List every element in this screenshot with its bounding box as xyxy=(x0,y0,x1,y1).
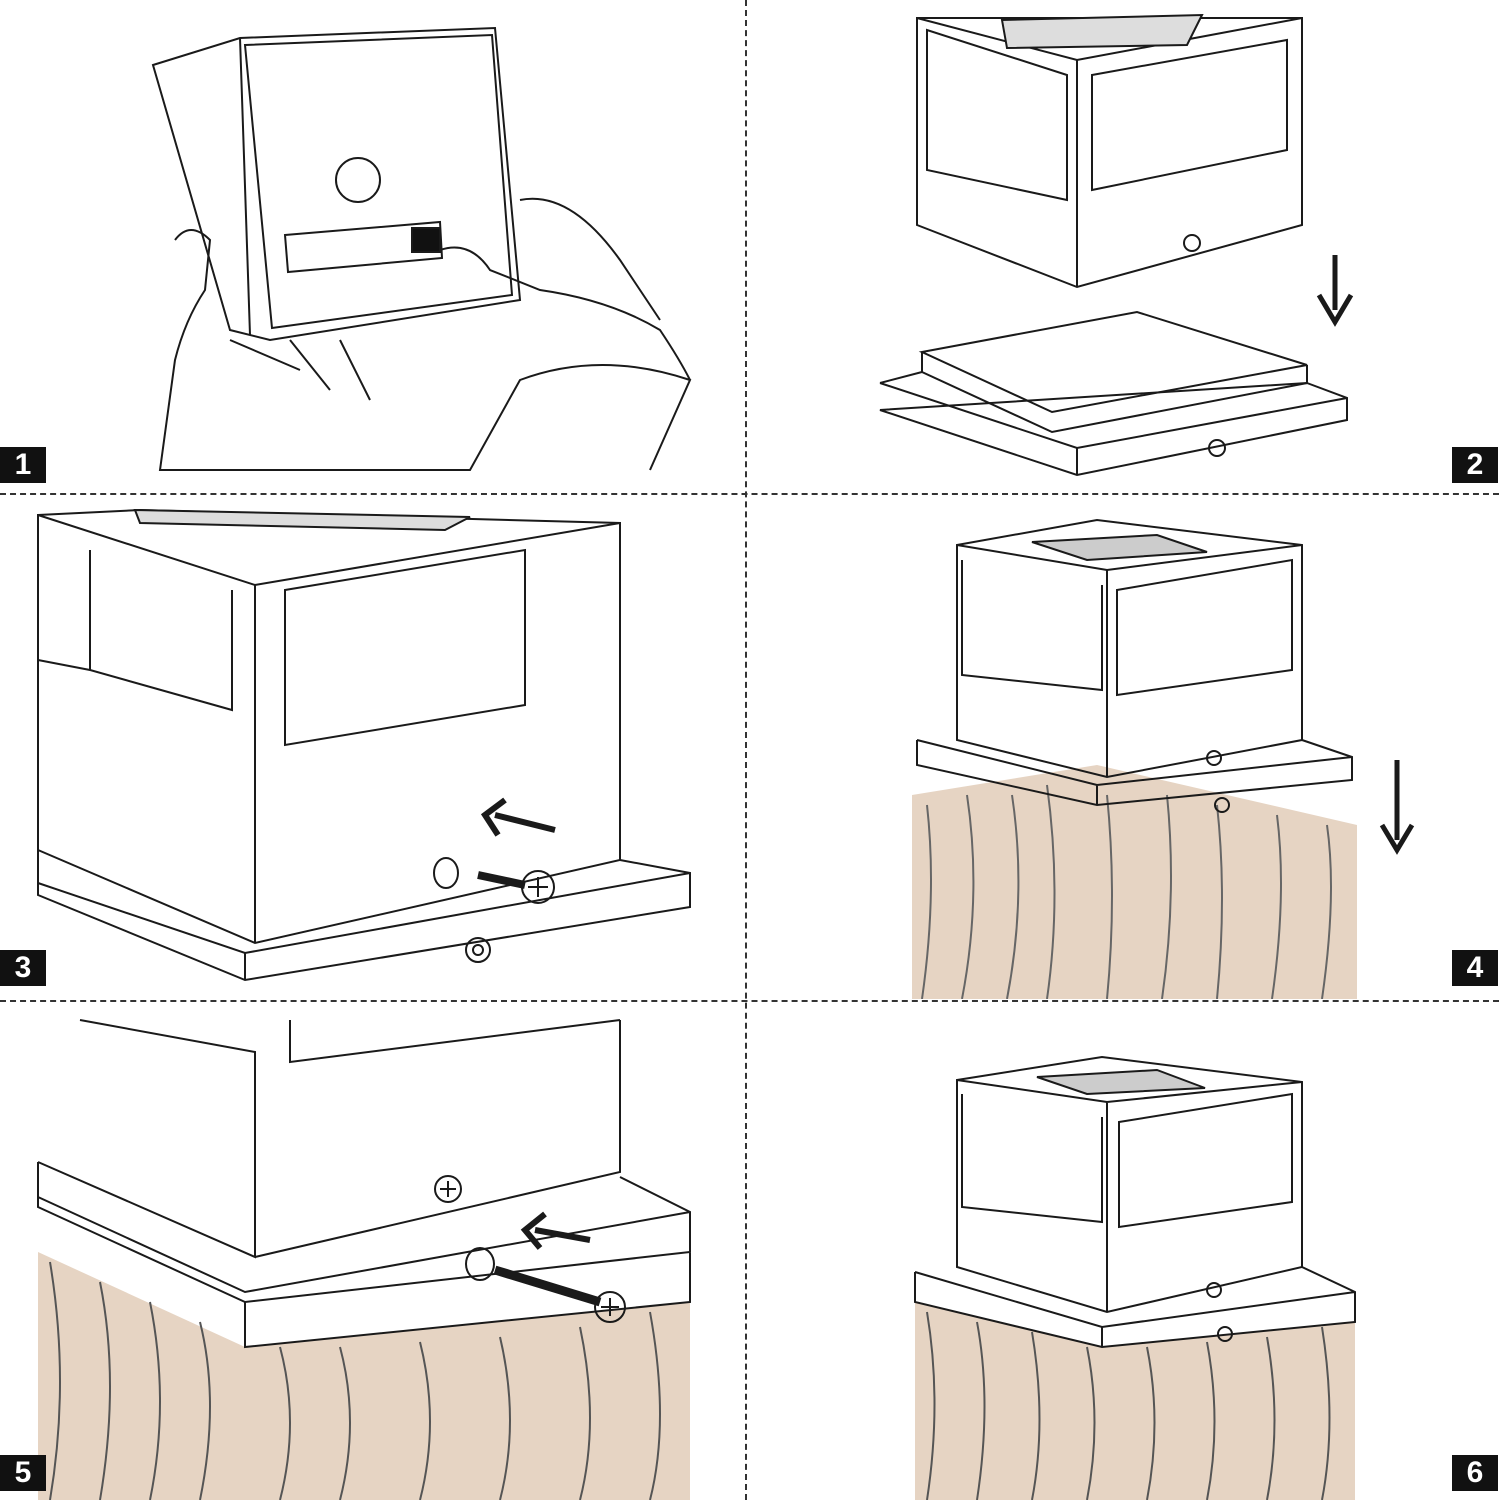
step-4-illustration-place-on-post xyxy=(912,518,1415,999)
step-6-illustration-installed-lamp xyxy=(914,1055,1356,1500)
step-2-panel: 2 xyxy=(747,0,1499,492)
step-3-illustration-screw-lamp-to-base xyxy=(37,508,691,982)
step-number-badge: 1 xyxy=(0,447,46,483)
step-number-badge: 4 xyxy=(1452,950,1498,986)
step-2-illustration-place-lamp-on-base xyxy=(879,13,1354,477)
horizontal-divider-2 xyxy=(0,1000,1499,1002)
step-5-illustration-screw-base-to-post xyxy=(37,1019,691,1500)
step-6-panel: 6 xyxy=(747,1002,1499,1500)
step-3-panel: 3 xyxy=(0,495,744,999)
step-1-illustration-insert-battery xyxy=(151,26,692,471)
step-4-panel: 4 xyxy=(747,495,1499,999)
horizontal-divider-1 xyxy=(0,493,1499,495)
step-5-panel: 5 xyxy=(0,1002,744,1500)
step-number-badge: 6 xyxy=(1452,1455,1498,1491)
step-number-badge: 2 xyxy=(1452,447,1498,483)
step-1-panel: 1 xyxy=(0,0,744,492)
vertical-divider xyxy=(745,0,747,1500)
step-number-badge: 3 xyxy=(0,950,46,986)
step-number-badge: 5 xyxy=(0,1455,46,1491)
